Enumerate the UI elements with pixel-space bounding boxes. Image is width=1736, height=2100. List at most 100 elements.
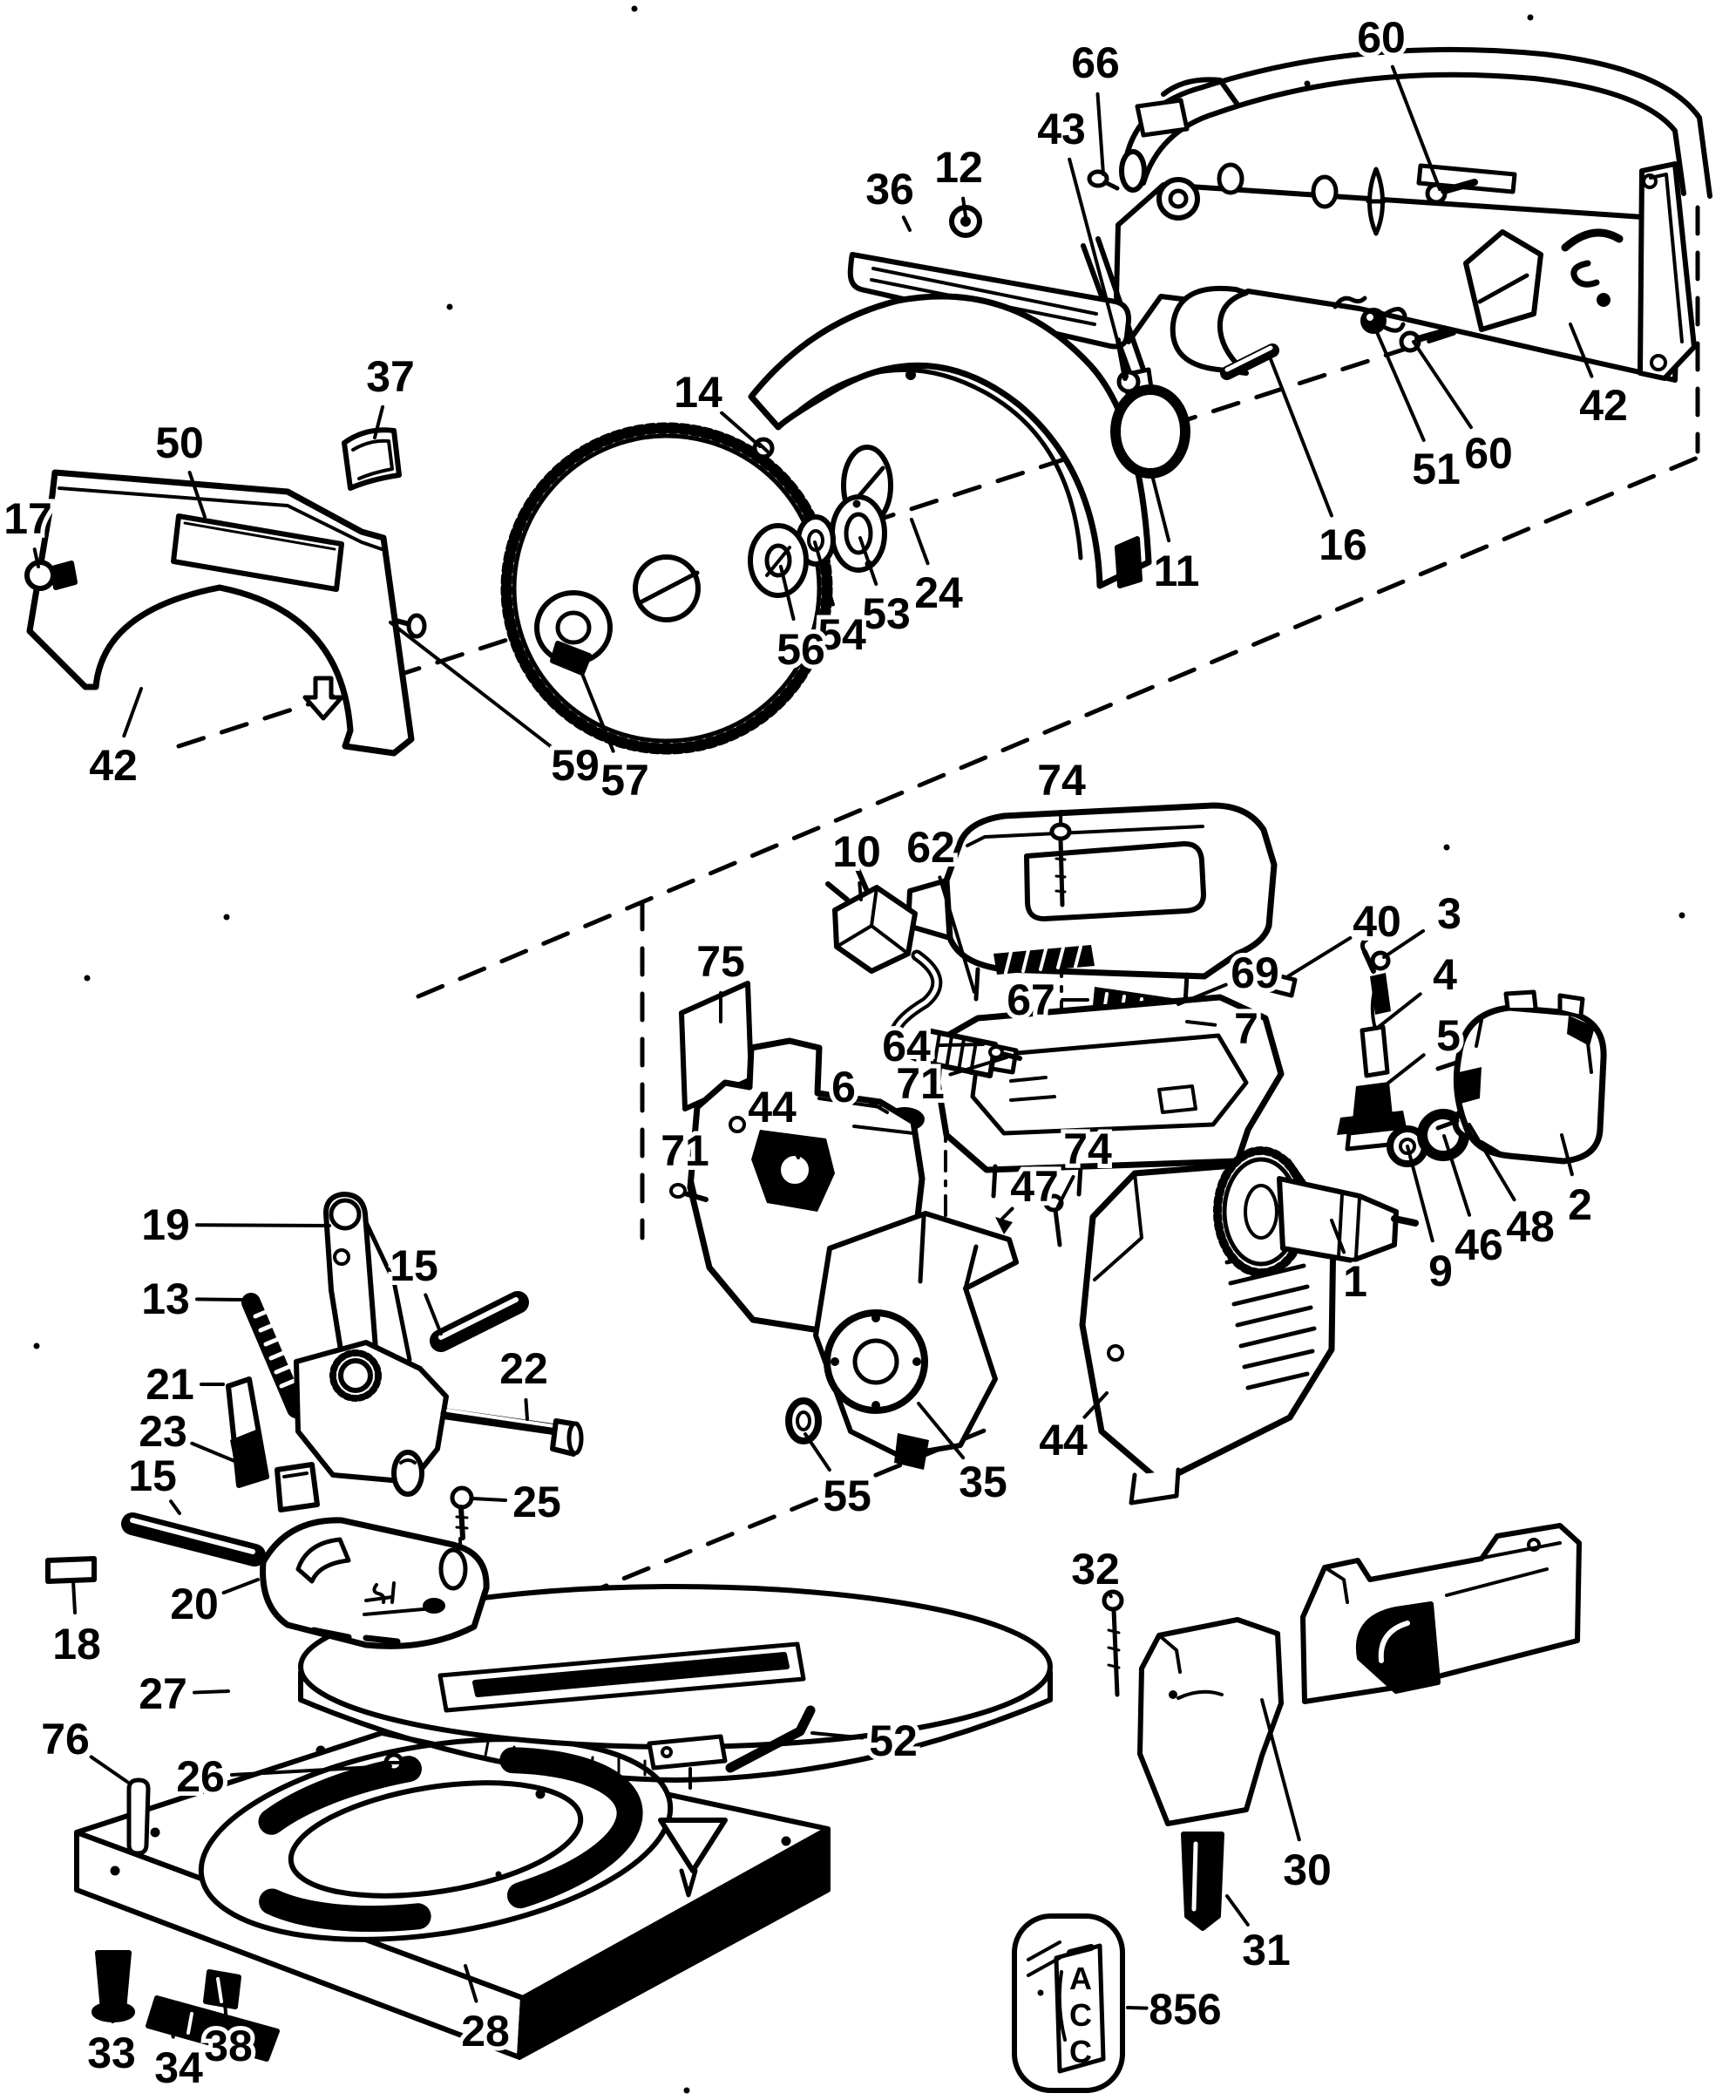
bolt-22-shaft bbox=[440, 1408, 562, 1436]
leader-line bbox=[1468, 1123, 1516, 1202]
part-number-label: 15 bbox=[128, 1451, 177, 1500]
blade-cover-42-left bbox=[24, 469, 415, 757]
base-rotor-ring bbox=[198, 1736, 674, 1942]
knob-17-stub bbox=[50, 561, 78, 590]
part-number-label: 36 bbox=[865, 165, 914, 214]
leader-line bbox=[1225, 1894, 1250, 1927]
plug-prongs bbox=[825, 867, 869, 902]
leader-line bbox=[858, 536, 878, 586]
part-number-label: 74 bbox=[1063, 1125, 1112, 1173]
pin-16-highlight bbox=[1224, 345, 1273, 372]
scale-pointer-plate bbox=[647, 1734, 728, 1770]
pin-40 bbox=[1362, 949, 1376, 974]
clamp-shadow-streaks bbox=[310, 1627, 401, 1645]
leader-line bbox=[804, 1432, 831, 1472]
leader-line bbox=[122, 687, 143, 738]
fence-left-block bbox=[1137, 1617, 1284, 1826]
part-number-label: 66 bbox=[1071, 38, 1120, 87]
fence-right-edges bbox=[1323, 1541, 1562, 1604]
washer-56-slash bbox=[765, 546, 791, 577]
plate-dot bbox=[1597, 293, 1611, 307]
part-number-label: 28 bbox=[461, 2007, 510, 2056]
part-number-label: 9 bbox=[1428, 1247, 1453, 1295]
leader-line bbox=[1260, 1698, 1301, 1842]
part-number-label: 40 bbox=[1353, 897, 1401, 946]
part-number-label: 71 bbox=[661, 1126, 709, 1175]
leader-line bbox=[1109, 1594, 1113, 1599]
base-clip-rect bbox=[1157, 1084, 1197, 1114]
stop-plate-18 bbox=[45, 1556, 97, 1584]
knuckle-boss bbox=[338, 1358, 373, 1393]
case-detail-lines bbox=[817, 1097, 915, 1135]
foot-34-highlight bbox=[186, 2012, 193, 2035]
washer-57-bore bbox=[555, 610, 592, 645]
pin-15-left bbox=[121, 1512, 266, 1567]
tube-end-cap bbox=[1119, 149, 1147, 193]
leader-line bbox=[471, 1497, 508, 1503]
pin-15-left-highlight bbox=[130, 1518, 255, 1554]
plate-oval-hole-a bbox=[1311, 174, 1339, 209]
part-number-label: 75 bbox=[696, 937, 745, 986]
screw-32-threads bbox=[1107, 1628, 1121, 1669]
nut-51-highlight bbox=[1366, 314, 1373, 321]
shaft-tip bbox=[1391, 1215, 1419, 1227]
leader-line bbox=[1386, 1053, 1426, 1085]
rubber-foot-38 bbox=[203, 1969, 241, 2009]
part-number-label: 60 bbox=[1464, 429, 1513, 478]
bracket-arms bbox=[918, 1214, 979, 1291]
screw-32-shaft bbox=[1111, 1607, 1120, 1697]
pivot-boss-outer bbox=[1156, 177, 1200, 221]
washer-55-bore bbox=[796, 1410, 811, 1431]
leader-line bbox=[901, 215, 912, 232]
leader-line bbox=[810, 1731, 865, 1740]
part-number-label: 18 bbox=[52, 1620, 101, 1668]
screw-74-top-shaft bbox=[1058, 836, 1065, 907]
screw-71-right-head bbox=[988, 1045, 1004, 1059]
clamp-marks bbox=[363, 1581, 444, 1616]
part-number-label: 51 bbox=[1412, 445, 1461, 493]
part-number-label: 14 bbox=[674, 368, 722, 417]
latch-slash bbox=[1477, 273, 1529, 304]
miter-scale-ticks bbox=[484, 1740, 647, 1777]
part-number-label: 21 bbox=[146, 1360, 194, 1409]
fence-mid-dark bbox=[1355, 1601, 1441, 1694]
arm-bar-hole-bottom bbox=[1650, 354, 1667, 371]
end-cap-tabs bbox=[1435, 1059, 1461, 1131]
base-center-fork bbox=[679, 1868, 698, 1898]
spacer-foot-31 bbox=[1181, 1832, 1224, 1931]
leader-line bbox=[938, 875, 976, 994]
clip-body bbox=[342, 427, 402, 491]
leader-line bbox=[1412, 340, 1473, 430]
part-number-label: 60 bbox=[1357, 13, 1406, 62]
clip-inner bbox=[351, 438, 394, 480]
base-inner-lines bbox=[1009, 1076, 1056, 1102]
leader-line bbox=[373, 404, 385, 439]
pin-40-hook bbox=[1360, 937, 1369, 955]
spring-13-coils bbox=[253, 1307, 301, 1389]
pin-15-right-highlight bbox=[438, 1297, 519, 1340]
brush-parts-group bbox=[1337, 937, 1407, 1152]
fence-left-edges bbox=[1157, 1634, 1224, 1700]
leader-line bbox=[229, 1764, 392, 1777]
screw-74-lower-shaft bbox=[1053, 1207, 1062, 1247]
commutator-bands bbox=[1337, 1193, 1361, 1259]
barrel-arc bbox=[399, 1458, 417, 1465]
screw-60-top-shaft bbox=[1441, 179, 1478, 194]
brush-wire bbox=[1370, 976, 1380, 1030]
leader-line bbox=[32, 547, 40, 568]
clamp-end bbox=[438, 1547, 468, 1591]
rubber-foot-34 bbox=[146, 1995, 280, 2062]
part-number-label: 12 bbox=[934, 143, 983, 192]
hub-stub bbox=[894, 1433, 929, 1470]
dash-axis-lines bbox=[176, 205, 1706, 1615]
turntable-27 bbox=[126, 1584, 1053, 1856]
leader-line bbox=[111, 2005, 115, 2024]
pin-76 bbox=[126, 1777, 151, 1856]
part-number-label: 30 bbox=[1283, 1845, 1332, 1894]
brush-spring-5 bbox=[1353, 1082, 1393, 1120]
washer-55 bbox=[785, 1397, 822, 1444]
part-number-label: 10 bbox=[832, 827, 881, 876]
label-plate-inner bbox=[183, 521, 336, 551]
